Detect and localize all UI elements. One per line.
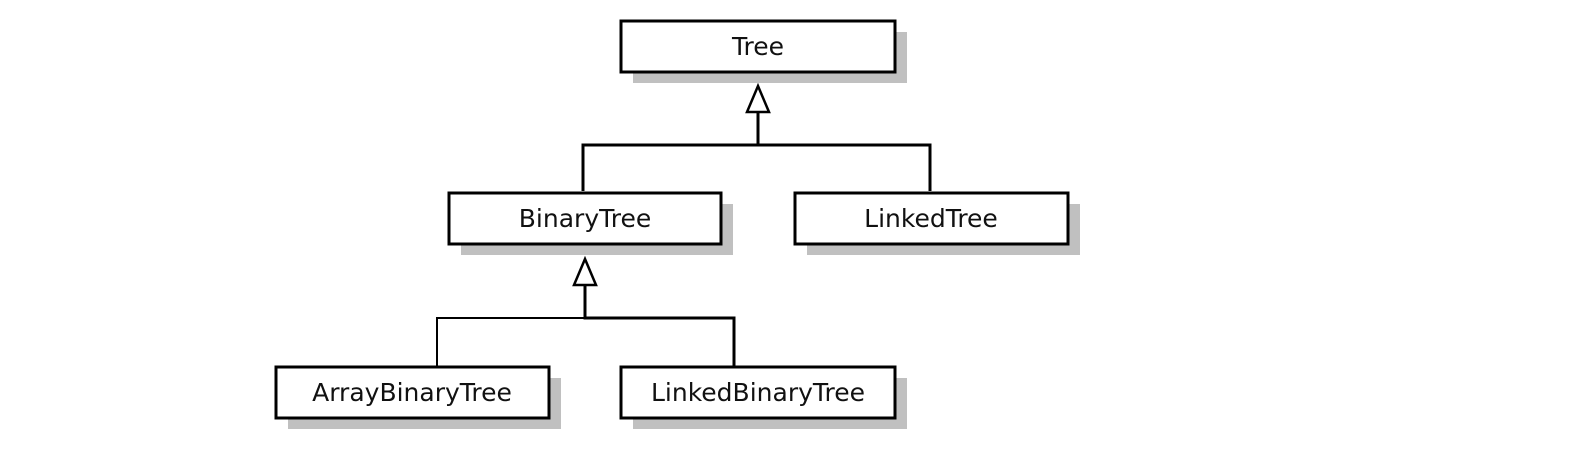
class-label-tree: Tree: [731, 32, 784, 61]
class-node-linkedtree: LinkedTree: [793, 191, 1080, 255]
class-label-arraybinarytree: ArrayBinaryTree: [312, 378, 512, 407]
edge-linkedtree-to-tree: [758, 143, 932, 191]
class-node-linkedbinarytree: LinkedBinaryTree: [619, 365, 907, 429]
edge-binarytree-to-tree: [581, 112, 760, 191]
edge-linkedbinarytree-to-binarytree: [583, 286, 736, 367]
inheritance-arrowhead-tree: [745, 82, 771, 114]
inheritance-connectors: [436, 82, 932, 367]
class-node-arraybinarytree: ArrayBinaryTree: [274, 365, 561, 429]
class-label-binarytree: BinaryTree: [519, 204, 651, 233]
class-node-tree: Tree: [619, 19, 907, 83]
class-label-linkedbinarytree: LinkedBinaryTree: [651, 378, 865, 407]
class-node-binarytree: BinaryTree: [447, 191, 733, 255]
class-label-linkedtree: LinkedTree: [864, 204, 998, 233]
edge-arraybinarytree-to-binarytree: [436, 317, 585, 367]
inheritance-arrowhead-binarytree: [572, 255, 598, 287]
